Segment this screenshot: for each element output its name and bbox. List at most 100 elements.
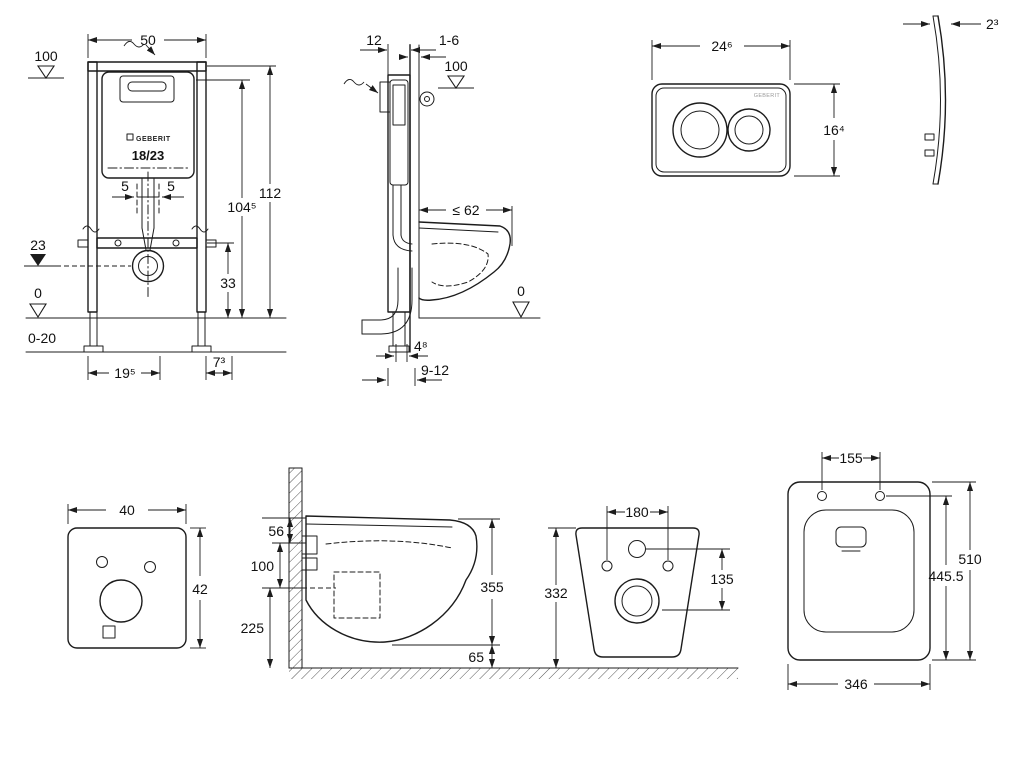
level-marker-23: 23: [24, 237, 131, 267]
bolt-hole-right: [662, 560, 674, 572]
flush-plate-front-view: GEBERIT 24⁶ 16⁴: [651, 38, 845, 177]
dim-rim-offset-label: 56: [268, 523, 284, 539]
dim-total-length-label: 510: [958, 551, 982, 567]
dim-pad-height: 42: [190, 527, 208, 649]
dim-pad-width: 40: [67, 502, 187, 524]
level-marker-0: 0: [29, 285, 47, 319]
break-mark-right: [191, 225, 209, 233]
dim-trigger-height-label: 100: [34, 48, 58, 64]
dim-total-length: 510: [932, 481, 982, 660]
mounting-clip: [924, 149, 935, 157]
bowl-rim-inner: [803, 509, 915, 633]
flush-slot: [835, 526, 867, 548]
foot-left: [89, 311, 98, 347]
bolt-hole-right: [875, 491, 885, 501]
supply-rosette: [419, 91, 435, 107]
dim-plate-thickness: 2³: [903, 16, 999, 32]
dim-inner-height-label: 104⁵: [227, 199, 256, 215]
lower-crossbar: [96, 237, 198, 249]
dim-bowl-front-height: 332: [544, 527, 576, 668]
foot-right: [197, 311, 206, 347]
dim-outlet-height-label: 225: [241, 620, 265, 636]
outlet-hole-inner: [621, 585, 653, 617]
dim-crossbar-height: 33: [207, 242, 236, 318]
installation-frame: [77, 61, 217, 353]
pad-hole: [96, 556, 108, 568]
dim-frame-depth: 12: [360, 32, 436, 75]
plate-profile-inner: [932, 15, 941, 185]
cistern-profile: [389, 79, 409, 186]
dim-rim-offset: 56: [262, 517, 306, 544]
dim-inner-length-label: 445.5: [928, 568, 963, 584]
mounting-clip: [924, 133, 935, 141]
bowl-front-view: 180 135 332: [544, 504, 734, 668]
dim-wall-finish-label: 1-6: [439, 32, 459, 48]
wall-section: [288, 467, 303, 669]
dim-inlet-offset-label: 100: [251, 558, 275, 574]
bowl-top-outline: [787, 481, 931, 661]
dim-side-offset-label: 7³: [213, 354, 226, 370]
bowl-profile-small: [418, 221, 511, 301]
pad-outlet-hole: [99, 579, 143, 623]
concealed-cistern: GEBERIT 18/23: [101, 71, 195, 179]
bowl-top-view: 155 445.5 510 346: [787, 450, 982, 692]
bowl-side-view: 56 100 225 355 65: [241, 467, 504, 669]
dim-foot-span-label: 19⁵: [114, 365, 135, 381]
flush-connection: [301, 535, 318, 555]
dim-plate-width: 24⁶: [651, 38, 791, 80]
dim-foot-span: 19⁵: [87, 356, 161, 381]
pad-hole: [144, 561, 156, 573]
dim-inner-length: 445.5: [886, 495, 976, 661]
dim-bowl-depth: ≤ 62: [419, 202, 513, 246]
dim-side-offset: 7³: [205, 354, 233, 380]
dim-bolt-spacing: 180: [606, 504, 669, 560]
pad-outline: [67, 527, 187, 649]
dim-offset-left-label: 5: [121, 178, 129, 194]
outlet-hole-outer: [614, 578, 660, 624]
dim-slot-width: 155: [821, 450, 881, 490]
break-mark-left: [82, 225, 100, 233]
ground-line: [288, 667, 739, 679]
water-supply-arrow-side: [343, 79, 379, 94]
dim-outlet-offset-label: 4⁸: [414, 338, 428, 354]
dim-total-width-label: 346: [844, 676, 868, 692]
bolt-hole-left: [601, 560, 613, 572]
dim-axis-distance-label: 135: [710, 571, 734, 587]
inlet-hole: [628, 540, 646, 558]
dim-bowl-depth-label: ≤ 62: [452, 202, 479, 218]
dim-offset-right-label: 5: [167, 178, 175, 194]
dim-total-height-label: 112: [259, 185, 282, 201]
flush-pipe-and-outlet: [131, 171, 165, 299]
dim-trigger-height-side-label: 100: [444, 58, 468, 74]
dim-pipe-distance: 9-12: [362, 362, 449, 386]
dim-total-width: 346: [787, 664, 931, 692]
wall-bracket-left: [77, 239, 89, 248]
outlet-connection: [301, 557, 318, 571]
flush-button-small: [727, 108, 771, 152]
bowl-profile: [301, 515, 478, 643]
frame-profile: [387, 74, 411, 313]
dim-crossbar-height-label: 33: [220, 275, 236, 291]
flush-pipe-side: [392, 184, 413, 252]
dim-bolt-spacing-label: 180: [625, 504, 649, 520]
flush-button-large: [672, 102, 728, 158]
dim-floor-buildup-label: 0-20: [28, 330, 56, 346]
dim-bottom-gap: 65: [468, 645, 496, 668]
drain-elbow: [361, 267, 413, 335]
dim-frame-width-label: 50: [140, 32, 156, 48]
dim-bowl-front-height-label: 332: [544, 585, 568, 601]
wall-bracket-right: [205, 239, 217, 248]
dim-bolt-offsets: 5 5: [112, 178, 184, 201]
dim-bottom-gap-label: 65: [468, 649, 484, 665]
dim-plate-height-label: 16⁴: [823, 122, 845, 138]
frame-side-view: 12 1-6 100 ≤ 62 0 4⁸: [343, 32, 541, 386]
inspection-opening: [119, 75, 175, 103]
sound-insulation-pad: 40 42: [67, 502, 208, 649]
level-marker-100-side: 100: [438, 58, 474, 89]
plate-brand-label: GEBERIT: [754, 93, 781, 99]
cistern-model-label: 18/23: [132, 148, 165, 163]
dim-slot-width-label: 155: [839, 450, 863, 466]
dim-outlet-offset: 4⁸: [376, 338, 428, 362]
flush-plate-outline: [651, 83, 791, 177]
